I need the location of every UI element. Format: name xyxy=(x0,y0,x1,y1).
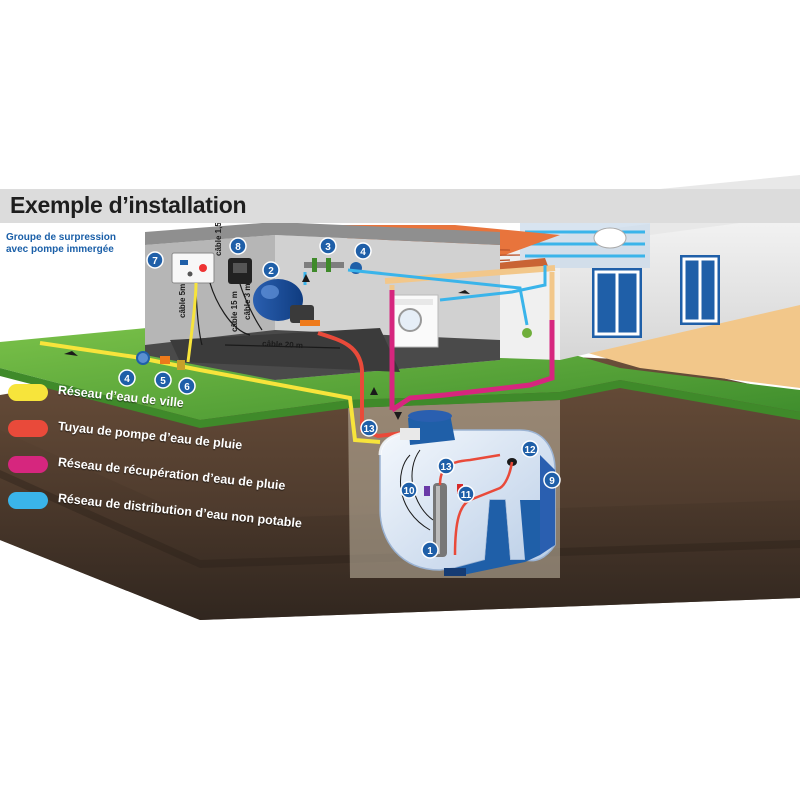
marker-13-outer: 13 xyxy=(360,419,378,437)
subtitle-line-1: Groupe de surpression xyxy=(6,232,117,243)
marker-3: 3 xyxy=(319,237,337,255)
svg-text:4: 4 xyxy=(124,374,130,385)
svg-text:4: 4 xyxy=(360,247,366,258)
cable-label-20m: câble 20 m xyxy=(262,339,303,350)
gutter-pipe xyxy=(384,265,556,284)
cable-label-15m: câble 15 m xyxy=(230,291,239,332)
rain-collection-pipe xyxy=(389,290,555,413)
subtitle-line-2: avec pompe immergée xyxy=(6,244,114,255)
control-panel xyxy=(171,252,215,284)
svg-text:12: 12 xyxy=(524,445,536,456)
svg-text:11: 11 xyxy=(461,490,472,501)
marker-8: 8 xyxy=(229,237,247,255)
svg-text:6: 6 xyxy=(184,382,190,393)
marker-4-meter: 4 xyxy=(118,369,136,387)
marker-6: 6 xyxy=(178,377,196,395)
patio xyxy=(560,300,800,388)
cable-label-5m: câble 5m xyxy=(178,284,187,318)
page-title: Exemple d’installation xyxy=(10,192,247,218)
legend-swatch-red xyxy=(8,420,48,437)
svg-text:1: 1 xyxy=(427,546,433,557)
garage-floor-dark xyxy=(170,328,400,372)
svg-text:2: 2 xyxy=(268,266,274,277)
marker-13-inner: 13 xyxy=(437,457,455,475)
flow-arrows xyxy=(64,274,470,420)
marker-4-wall: 4 xyxy=(354,242,372,260)
subtitle: Groupe de surpression avec pompe immergé… xyxy=(6,232,116,256)
upper-toilet xyxy=(593,227,627,249)
svg-text:10: 10 xyxy=(403,486,415,497)
marker-2: 2 xyxy=(262,261,280,279)
legend-swatch-magenta xyxy=(8,456,48,473)
distribution-pipe xyxy=(347,265,547,326)
svg-text:9: 9 xyxy=(549,476,555,487)
legend-swatch-yellow xyxy=(8,384,48,401)
marker-5: 5 xyxy=(154,371,172,389)
cable-label-3m: câble 3 m xyxy=(243,284,252,320)
svg-text:7: 7 xyxy=(152,256,158,267)
cable-label-1-5: câble 1,5 m xyxy=(214,213,223,256)
svg-text:5: 5 xyxy=(160,376,166,387)
marker-7: 7 xyxy=(146,251,164,269)
rain-pump-pipe xyxy=(317,331,446,439)
legend-swatch-blue xyxy=(8,492,48,509)
marker-1: 1 xyxy=(421,541,439,559)
title-bar xyxy=(0,189,800,223)
svg-text:8: 8 xyxy=(235,242,241,253)
marker-12: 12 xyxy=(521,440,539,458)
callout-markers: 7 8 2 3 4 4 5 6 13 13 12 9 10 11 1 xyxy=(118,237,561,559)
marker-11: 11 xyxy=(457,485,475,503)
svg-text:13: 13 xyxy=(440,462,452,473)
svg-text:13: 13 xyxy=(363,424,375,435)
svg-text:3: 3 xyxy=(325,242,331,253)
garage-wall-top xyxy=(145,222,500,245)
marker-10: 10 xyxy=(400,481,418,499)
city-water-pipe xyxy=(39,341,381,444)
marker-9: 9 xyxy=(543,471,561,489)
